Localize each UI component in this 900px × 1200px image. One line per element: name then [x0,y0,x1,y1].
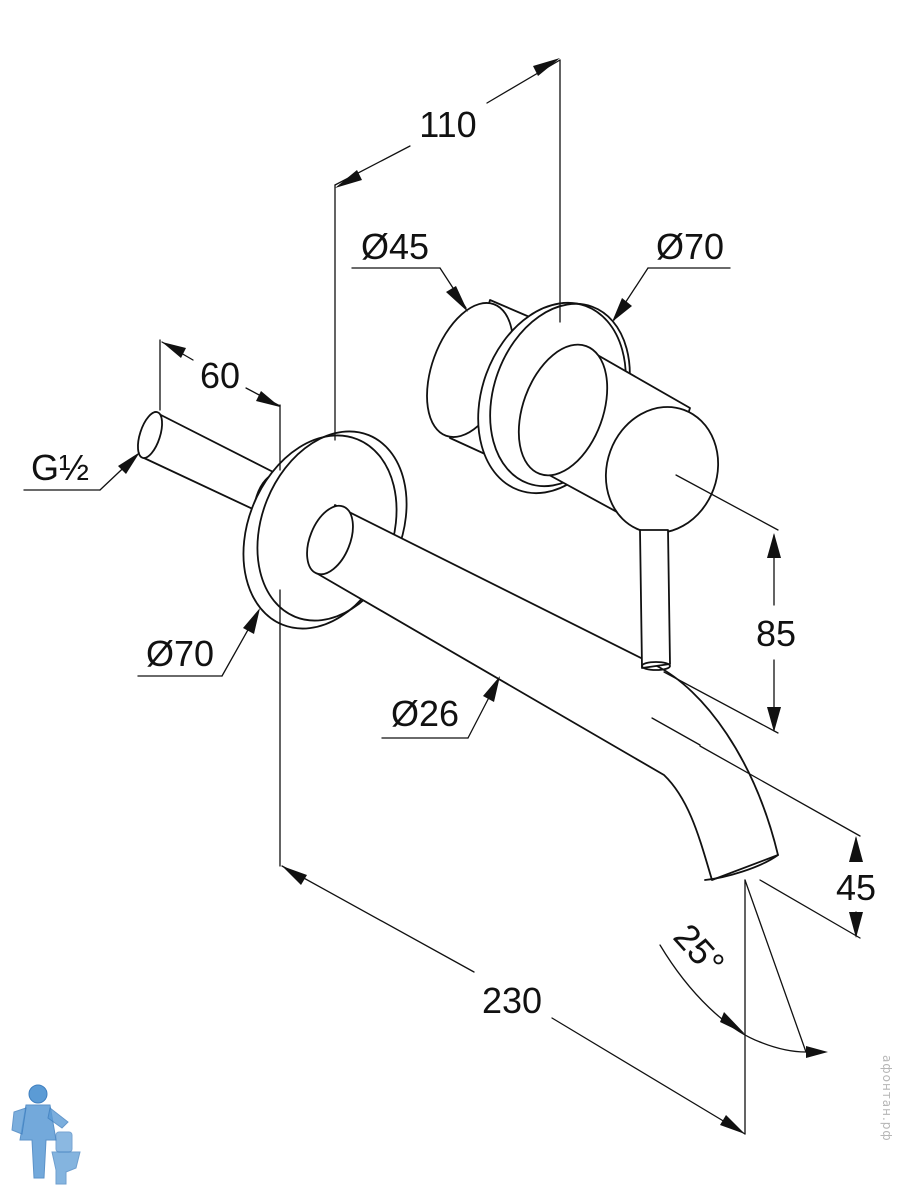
dimension-thread: G½ [23,447,140,491]
mixer-body [426,299,720,534]
label-230: 230 [482,980,542,1021]
label-dia-70-handle: Ø70 [656,226,724,267]
dimension-dia-45: Ø45 [351,226,468,312]
dimension-dia-70-handle: Ø70 [612,226,731,322]
spout-arm [306,504,779,881]
dimension-dia-26: Ø26 [381,676,500,739]
dimension-dia-70-spout: Ø70 [137,608,260,677]
dimension-230: 230 [279,589,746,1135]
dimension-45: 45 [699,745,876,939]
dimension-85: 85 [663,474,796,734]
label-85: 85 [756,613,796,654]
lever-handle [639,529,671,671]
label-45: 45 [836,867,876,908]
dimension-angle-25: 25° [659,879,828,1135]
label-60: 60 [200,355,240,396]
watermark-text: афонтан.рф [880,1055,894,1142]
label-dia-45: Ø45 [361,226,429,267]
dimension-110: 110 [334,58,561,441]
label-dia-70-spout: Ø70 [146,633,214,674]
dimension-60: 60 [159,339,281,471]
plumber-mascot-logo [11,1084,81,1185]
label-110: 110 [419,104,476,145]
label-angle-25: 25° [666,916,733,984]
label-thread: G½ [31,447,89,488]
label-dia-26: Ø26 [391,693,459,734]
